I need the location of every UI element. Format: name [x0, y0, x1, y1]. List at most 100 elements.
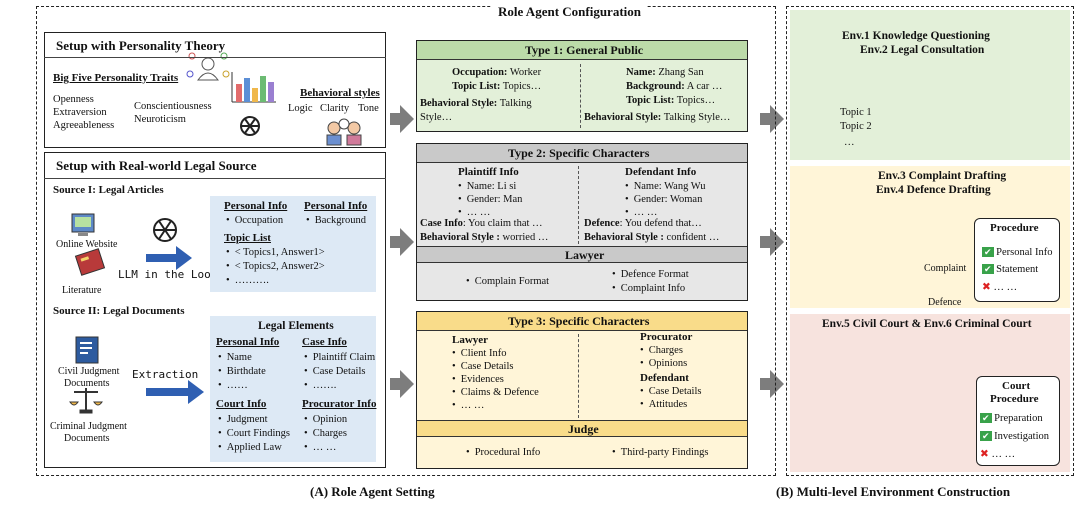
role-agent-setting-frame	[36, 6, 776, 476]
big-five-title: Big Five Personality Traits	[53, 72, 179, 84]
style-key: Behavioral Style:	[420, 98, 498, 109]
document-icon	[75, 336, 99, 364]
defence-value: : You defend that…	[619, 218, 702, 229]
caption-a: (A) Role Agent Setting	[310, 484, 435, 499]
scales-icon	[69, 388, 103, 414]
background-value: A car …	[684, 81, 723, 92]
style-value-cont: Style…	[420, 112, 453, 123]
trait-openness: Openness	[53, 94, 94, 105]
trait-conscientiousness: Conscientiousness	[134, 101, 212, 112]
online-website-label: Online Website	[56, 239, 118, 250]
elements-judgment: Judgment	[218, 413, 268, 426]
defendant-more: … …	[625, 206, 658, 219]
source1-topic-item: ……….	[226, 274, 269, 287]
source1-occupation: Occupation	[226, 214, 283, 227]
elements-case-info: Case Info	[302, 336, 347, 348]
elements-birthdate: Birthdate	[218, 365, 266, 378]
court-more: … …	[991, 449, 1016, 460]
trait-extraversion: Extraversion	[53, 107, 107, 118]
background-key: Background:	[626, 81, 685, 92]
name-key: Name:	[626, 67, 656, 78]
procurator-opinions: Opinions	[640, 357, 688, 370]
criminal-judgment-label: Criminal Judgment	[50, 421, 127, 432]
civil-judgment-label-2: Documents	[64, 378, 110, 389]
type1-header	[417, 41, 747, 60]
env12-panel	[790, 10, 1070, 160]
type3-lawyer-title: Lawyer	[452, 334, 489, 346]
llm-loop-label: LLM in the Loop	[118, 268, 218, 281]
defendant-name: Name: Wang Wu	[625, 180, 706, 193]
env-topic-1: Topic 1	[840, 107, 872, 118]
procedural-info: Procedural Info	[466, 446, 541, 459]
style-value: Talking	[497, 98, 532, 109]
procedure-title: Procedure	[990, 222, 1039, 234]
lawyer-more: … …	[452, 399, 485, 412]
source1-personal-info-1: Personal Info	[224, 200, 288, 212]
source1-personal-info-2: Personal Info	[304, 200, 368, 212]
style-value: worried …	[499, 232, 549, 243]
personality-person-icon	[186, 52, 230, 81]
elements-more: …….	[304, 379, 337, 392]
personality-setup-box	[44, 32, 386, 148]
elements-applied-law: Applied Law	[218, 441, 282, 454]
court-procedure-title: Procedure	[990, 393, 1039, 405]
legal-source-box	[44, 152, 386, 468]
personality-title: Setup with Personality Theory	[56, 38, 226, 53]
defendant-case-details: Case Details	[640, 385, 702, 398]
procurator-title: Procurator	[640, 331, 693, 343]
elements-charges: Charges	[304, 427, 347, 440]
role-agent-config-title: Role Agent Configuration	[492, 4, 647, 20]
defence-label: Defence	[928, 297, 962, 308]
type2-title: Type 2: Specific Characters	[508, 146, 650, 160]
style-clarity: Clarity	[320, 103, 350, 114]
openai-icon	[240, 116, 260, 136]
type3-header	[417, 312, 747, 331]
source1-background: Background	[306, 214, 366, 227]
environment-frame	[786, 6, 1074, 476]
extraction-label: Extraction	[132, 368, 199, 381]
behavior-people-icon	[326, 118, 362, 146]
procedure-box	[974, 218, 1060, 302]
claims-defence: Claims & Defence	[452, 386, 539, 399]
case-info-key: Case Info	[420, 218, 463, 229]
trait-neuroticism: Neuroticism	[134, 114, 186, 125]
case-info-value: : You claim that …	[462, 218, 543, 229]
topic-key: Topic List:	[452, 81, 501, 92]
env4-title: Env.4 Defence Drafting	[876, 184, 991, 196]
style-key: Behavioral Style:	[584, 112, 662, 123]
defendant-attitudes: Attitudes	[640, 398, 688, 411]
env2-title: Env.2 Legal Consultation	[860, 44, 985, 56]
type3-title: Type 3: Specific Characters	[508, 314, 650, 328]
defendant-info-title: Defendant Info	[625, 166, 697, 178]
plaintiff-gender: Gender: Man	[458, 193, 523, 206]
occupation-value: Worker	[507, 67, 542, 78]
source2-title: Source II: Legal Documents	[53, 305, 185, 317]
style-value: confident …	[663, 232, 720, 243]
openai-icon	[153, 218, 177, 242]
trait-agreeableness: Agreeableness	[53, 120, 115, 131]
env1-title: Env.1 Knowledge Questioning	[842, 30, 990, 42]
elements-opinion: Opinion	[304, 413, 347, 426]
source1-topic-list: Topic List	[224, 232, 271, 244]
plaintiff-info-title: Plaintiff Info	[458, 166, 519, 178]
client-info: Client Info	[452, 347, 507, 360]
env-topic-2: Topic 2	[840, 121, 872, 132]
source1-topic-item: < Topics2, Answer2>	[226, 260, 325, 273]
elements-name: Name	[218, 351, 252, 364]
court-preparation: Preparation	[994, 413, 1043, 424]
type2-header	[417, 144, 747, 163]
elements-court-info: Court Info	[216, 398, 267, 410]
literature-label: Literature	[62, 285, 102, 296]
complaint-info: Complaint Info	[612, 282, 685, 295]
elements-plaintiff-claim: Plaintiff Claim	[304, 351, 376, 364]
court-label: Court	[1002, 380, 1031, 392]
topic-value: Topics…	[500, 81, 542, 92]
plaintiff-name: Name: Li si	[458, 180, 517, 193]
elements-personal-info: Personal Info	[216, 336, 280, 348]
procedure-statement: Statement	[996, 264, 1039, 275]
website-icon	[71, 213, 95, 236]
civil-judgment-label: Civil Judgment	[58, 366, 120, 377]
evidences: Evidences	[452, 373, 504, 386]
criminal-judgment-label-2: Documents	[64, 433, 110, 444]
defence-format: Defence Format	[612, 268, 689, 281]
